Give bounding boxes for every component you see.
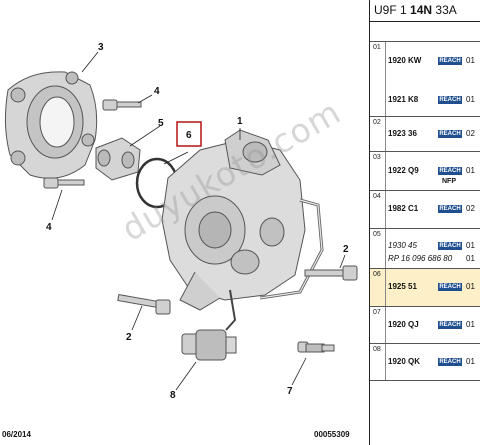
row-divider (385, 191, 386, 228)
reach-badge: REACH (438, 358, 462, 366)
bolt-upper (102, 99, 142, 111)
row-number: 03 (373, 154, 381, 161)
temperature-sensor (297, 341, 335, 353)
reach-badge: REACH (438, 167, 462, 175)
diagram-date: 06/2014 (2, 430, 31, 439)
part-reference: 1925 51 (388, 282, 417, 291)
bolt-right (304, 265, 358, 281)
callout-labels: 1 2 2 3 4 4 5 6 7 8 (46, 42, 349, 401)
header-prefix: U9F 1 (374, 3, 407, 17)
part-quantity: 01 (466, 56, 475, 65)
exploded-view-drawing: 1 2 2 3 4 4 5 6 7 8 (4, 42, 358, 401)
row-number: 05 (373, 231, 381, 238)
part-note: NFP (442, 178, 456, 185)
parts-row[interactable]: 05 1930 45 REACH 01 RP 16 096 686 80 01 (370, 229, 480, 269)
part-quantity: 01 (466, 357, 475, 366)
row-number: 08 (373, 346, 381, 353)
reach-badge: REACH (438, 57, 462, 65)
part-quantity: 01 (466, 282, 475, 291)
part-quantity: 01 (466, 320, 475, 329)
part-quantity: 01 (466, 166, 475, 175)
part-reference: 1920 QK (388, 357, 421, 366)
parts-row[interactable]: 08 1920 QK REACH 01 (370, 344, 480, 381)
callout-6: 6 (186, 130, 192, 141)
leader-lines (51, 51, 346, 391)
header-bold: 14N (410, 3, 433, 17)
row-divider (385, 344, 386, 380)
callout-7: 7 (287, 386, 293, 397)
reach-badge: REACH (438, 242, 462, 250)
row-divider (385, 152, 386, 190)
reach-badge: REACH (438, 96, 462, 104)
parts-row[interactable]: 07 1920 QJ REACH 01 (370, 307, 480, 344)
row-divider (385, 117, 386, 151)
part-reference: 1920 KW (388, 56, 422, 65)
parts-row[interactable]: 02 1923 36 REACH 02 (370, 117, 480, 152)
callout-5: 5 (158, 118, 164, 129)
reach-badge: REACH (438, 283, 462, 291)
panel-header: U9F 1 14N 33A (370, 0, 480, 22)
callout-1: 1 (237, 116, 243, 127)
row-number: 07 (373, 309, 381, 316)
parts-row[interactable]: 06 1925 51 REACH 01 (370, 269, 480, 307)
callout-4a: 4 (154, 86, 160, 97)
part-reference: 1923 36 (388, 129, 417, 138)
callout-8: 8 (170, 390, 176, 401)
part-quantity: 02 (466, 129, 475, 138)
part-quantity: 01 (466, 241, 475, 250)
reach-badge: REACH (438, 205, 462, 213)
coupling (95, 137, 141, 181)
row-divider (385, 307, 386, 343)
part-reference: 1920 QJ (388, 320, 419, 329)
reach-badge: REACH (438, 321, 462, 329)
row-divider (385, 229, 386, 268)
row-number: 04 (373, 193, 381, 200)
pump-flange-housing (4, 71, 98, 179)
part-reference: 1982 C1 (388, 204, 419, 213)
row-divider (385, 269, 386, 306)
panel-spacer (370, 22, 480, 42)
row-number: 02 (373, 119, 381, 126)
bolt-left (117, 293, 171, 315)
callout-4b: 4 (46, 222, 52, 233)
callout-2a: 2 (343, 244, 349, 255)
pressure-regulator (181, 329, 237, 361)
callout-3: 3 (98, 42, 104, 53)
part-quantity: 02 (466, 204, 475, 213)
part-reference: RP 16 096 686 80 (388, 254, 453, 263)
part-reference: 1921 K8 (388, 95, 419, 104)
parts-row[interactable]: 01 1920 KW REACH 01 1921 K8 REACH 01 (370, 42, 480, 117)
row-divider (385, 42, 386, 116)
part-reference: 1930 45 (388, 241, 417, 250)
row-number: 01 (373, 44, 381, 51)
parts-diagram: 1 2 2 3 4 4 5 6 7 8 duyukoto.com 06/2014… (2, 42, 358, 439)
part-reference: 1922 Q9 (388, 166, 419, 175)
high-pressure-pump (161, 129, 324, 331)
diagram-number: 00055309 (314, 430, 350, 439)
parts-row[interactable]: 04 1982 C1 REACH 02 (370, 191, 480, 229)
reach-badge: REACH (438, 130, 462, 138)
bolt-lower (43, 177, 85, 189)
parts-list-panel: U9F 1 14N 33A 01 1920 KW REACH 01 1921 K8 REA… (369, 0, 480, 445)
row-number: 06 (373, 271, 381, 278)
part-quantity: 01 (466, 254, 475, 263)
callout-6-box (176, 121, 202, 147)
callout-2b: 2 (126, 332, 132, 343)
header-suffix: 33A (435, 3, 457, 17)
part-quantity: 01 (466, 95, 475, 104)
